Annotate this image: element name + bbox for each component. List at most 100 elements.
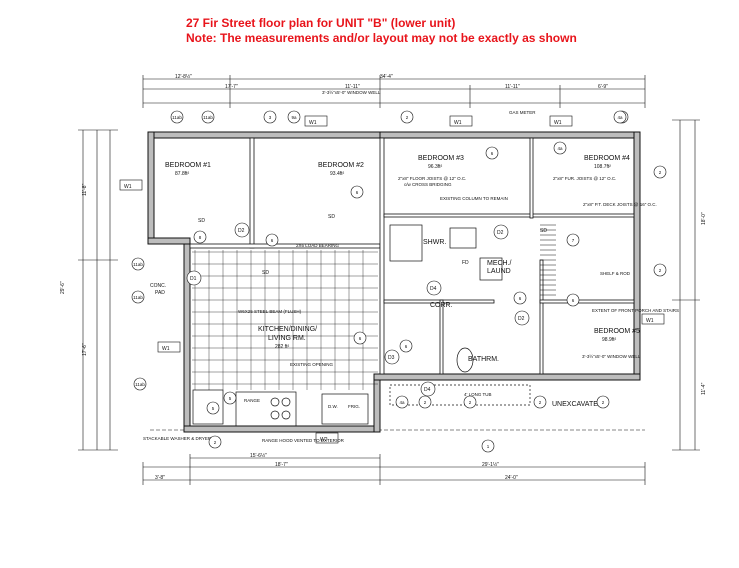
- reference-marker: 11ab: [201, 110, 215, 124]
- svg-text:1: 1: [487, 444, 490, 449]
- window-w2: W2: [320, 437, 328, 443]
- floor-drain: FD: [462, 260, 469, 266]
- note-existing-opening: EXISTING OPENING: [290, 362, 334, 367]
- svg-text:3: 3: [269, 115, 272, 120]
- door-d4-b: D4: [430, 286, 437, 292]
- interior-walls: [189, 137, 635, 375]
- reference-marker: 5: [223, 391, 237, 405]
- dim-top-c: 11'-11": [345, 84, 360, 90]
- bedroom2-area: 93.4ft²: [330, 171, 345, 177]
- svg-text:11ab: 11ab: [133, 295, 143, 300]
- mech-label: MECH./: [487, 260, 512, 267]
- reference-marker: 1: [481, 439, 495, 453]
- svg-text:6: 6: [356, 190, 359, 195]
- stairs: [540, 224, 556, 296]
- svg-text:2: 2: [539, 400, 542, 405]
- note-frig: FRIG.: [348, 404, 360, 409]
- svg-text:2: 2: [659, 170, 662, 175]
- bedroom4-label: BEDROOM #4: [584, 155, 630, 162]
- dim-right-a: 18'-0": [701, 212, 707, 225]
- reference-marker: 3: [263, 110, 277, 124]
- dim-bottom-b: 29'-1½": [482, 461, 499, 468]
- reference-marker: 2: [463, 395, 477, 409]
- svg-text:5: 5: [229, 396, 232, 401]
- door-d2: D2: [238, 228, 245, 234]
- svg-text:2: 2: [406, 115, 409, 120]
- svg-text:4a: 4a: [557, 146, 563, 151]
- dim-left-total: 29'-6": [60, 281, 66, 294]
- reference-marker: 11ab: [133, 377, 147, 391]
- svg-text:8: 8: [199, 235, 202, 240]
- svg-text:2: 2: [424, 400, 427, 405]
- kitchen-counter: [192, 389, 369, 427]
- svg-text:2: 2: [602, 400, 605, 405]
- note-long-tub: 4' LONG TUB: [464, 392, 492, 397]
- smoke-detector-2: SD: [328, 214, 335, 220]
- reference-marker: 2: [400, 110, 414, 124]
- svg-text:4a: 4a: [399, 400, 405, 405]
- reference-marker: 6: [513, 291, 527, 305]
- header: 27 Fir Street floor plan for UNIT "B" (l…: [186, 16, 577, 46]
- doors: [186, 222, 530, 397]
- dim-top-a: 12'-8½": [175, 73, 192, 80]
- svg-text:2: 2: [469, 400, 472, 405]
- plan-title: 27 Fir Street floor plan for UNIT "B" (l…: [186, 16, 456, 30]
- svg-text:11ab: 11ab: [172, 115, 182, 120]
- bedroom4-area: 108.7ft²: [594, 164, 611, 170]
- svg-text:6: 6: [405, 344, 408, 349]
- note-fur-joists: 2"x8" FUR. JOISTS @ 12" O.C.: [553, 176, 616, 181]
- note-stackable: STACKABLE WASHER & DRYER: [143, 436, 212, 441]
- dim-bottom-d: 24'-0": [505, 475, 518, 481]
- kitchen-label-2: LIVING RM.: [268, 335, 306, 342]
- note-range-hood: RANGE HOOD VENTED TO EXTERIOR: [262, 438, 345, 443]
- dim-left-b: 17'-6": [82, 343, 88, 356]
- window-well-top: 3'-3½"x5'-0" WINDOW WELL: [322, 89, 381, 95]
- svg-text:4a: 4a: [617, 115, 623, 120]
- reference-marker: 8: [193, 230, 207, 244]
- door-d2-c: D2: [518, 316, 525, 322]
- svg-text:11ab: 11ab: [133, 262, 143, 267]
- windows: W1 W1 W1 W1 W1 W1 W2 3'-3½"x5'-0" WINDOW…: [119, 89, 665, 444]
- door-d4: D4: [424, 387, 431, 393]
- note-front-porch: EXTENT OF FRONT PORCH AND STAIRS: [592, 308, 679, 313]
- door-d1: D1: [190, 276, 197, 282]
- reference-marker: 2: [418, 395, 432, 409]
- note-load-bearing: 2X6 LOAD BEARING: [296, 243, 340, 248]
- corridor-label: CORR.: [430, 302, 453, 309]
- dim-top-e: 6'-9": [598, 84, 608, 90]
- exterior-walls: [147, 131, 641, 433]
- dim-top-b: 17'-7": [225, 84, 238, 90]
- note-pt-deck: 2"x8" P.T. DECK JOISTS @ 16" O.C.: [583, 202, 657, 207]
- bathroom-label: BATHRM.: [468, 356, 499, 363]
- reference-marker: 6: [566, 293, 580, 307]
- svg-text:9a: 9a: [291, 115, 297, 120]
- reference-marker: 7: [566, 233, 580, 247]
- note-existing-column: EXISTING COLUMN TO REMAIN: [440, 196, 508, 201]
- kitchen-area: 282 ft²: [275, 344, 290, 350]
- shower-label: SHWR.: [423, 239, 446, 246]
- bedroom5-area: 98.9ft²: [602, 337, 617, 343]
- unexcavated-label: UNEXCAVATED: [552, 401, 603, 408]
- smoke-detector-4: SD: [540, 228, 547, 234]
- reference-marker: 2: [653, 165, 667, 179]
- reference-marker: 4a: [395, 395, 409, 409]
- dim-bottom-e: 15'-6½": [250, 452, 267, 459]
- window-w1-top2: W1: [454, 120, 462, 126]
- bedroom3-area: 96.3ft²: [428, 164, 443, 170]
- reference-marker: 9a: [287, 110, 301, 124]
- svg-text:6: 6: [271, 238, 274, 243]
- reference-marker: 4a: [613, 110, 627, 124]
- dim-top-d: 11'-11": [505, 84, 520, 90]
- bedroom5-label: BEDROOM #5: [594, 328, 640, 335]
- note-steel-beam: W6X25 STEEL BEAM (FLUSH): [238, 309, 302, 314]
- conc-pad-label-2: PAD: [155, 290, 165, 296]
- note-shelf-rod: SHELF & ROD: [600, 271, 631, 276]
- reference-markers: 11ab 3 9a 2 2 2 2 11ab 11ab 11ab 11ab 4a 1 6 6 6 7 6 6 6 2 2 2…: [131, 110, 667, 453]
- plan-note: Note: The measurements and/or layout may…: [186, 31, 577, 45]
- note-dw: D.W.: [328, 404, 338, 409]
- svg-text:11ab: 11ab: [203, 115, 213, 120]
- kitchen-floor-grid: [192, 250, 378, 390]
- svg-text:6: 6: [491, 151, 494, 156]
- reference-marker: 4a: [553, 141, 567, 155]
